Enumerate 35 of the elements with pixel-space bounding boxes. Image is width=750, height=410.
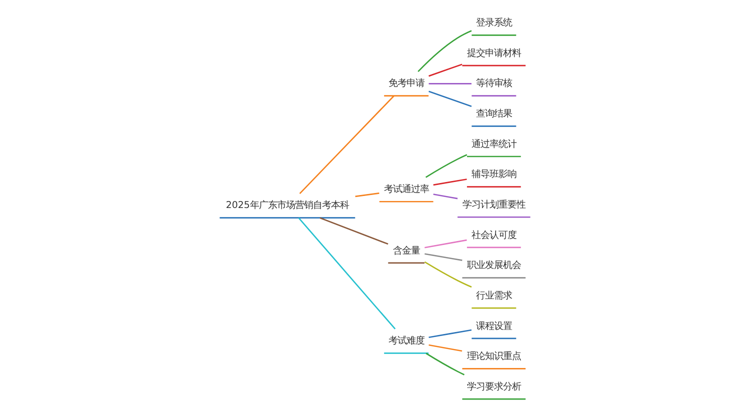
connector [355, 192, 380, 198]
connector [426, 352, 465, 376]
connector [298, 217, 396, 330]
connector [424, 239, 467, 248]
node-text: 2025年广东市场营销自考本科 [226, 200, 349, 212]
node-text: 登录系统 [476, 18, 512, 29]
node-text: 行业需求 [476, 290, 512, 302]
node-text: 学习计划重要性 [462, 199, 526, 210]
node-text: 考试难度 [388, 336, 424, 347]
node-text: 免考申请 [388, 78, 424, 90]
node-text: 理论知识重点 [466, 351, 521, 362]
node-text: 等待审核 [476, 78, 512, 90]
connector [299, 96, 394, 194]
node-text: 职业发展机会 [466, 260, 521, 272]
connector [428, 90, 472, 108]
connector [418, 30, 472, 72]
node-text: 查询结果 [476, 108, 512, 120]
connector [320, 217, 388, 245]
connector [424, 261, 472, 288]
connector [428, 83, 472, 84]
node-text: 课程设置 [476, 320, 512, 332]
node-text: 社会认可度 [471, 230, 516, 241]
node-text: 辅导班影响 [471, 169, 516, 180]
node-text: 考试通过率 [384, 184, 429, 195]
connector [428, 329, 472, 338]
connector [433, 194, 458, 200]
node-text: 学习要求分析 [466, 381, 521, 392]
connector [428, 344, 462, 352]
connector [424, 253, 462, 261]
connector [433, 178, 467, 186]
node-text: 含金量 [392, 245, 420, 256]
node-text: 提交申请材料 [466, 48, 521, 59]
connector [428, 64, 462, 77]
connector [425, 154, 468, 178]
node-text: 通过率统计 [471, 138, 516, 150]
